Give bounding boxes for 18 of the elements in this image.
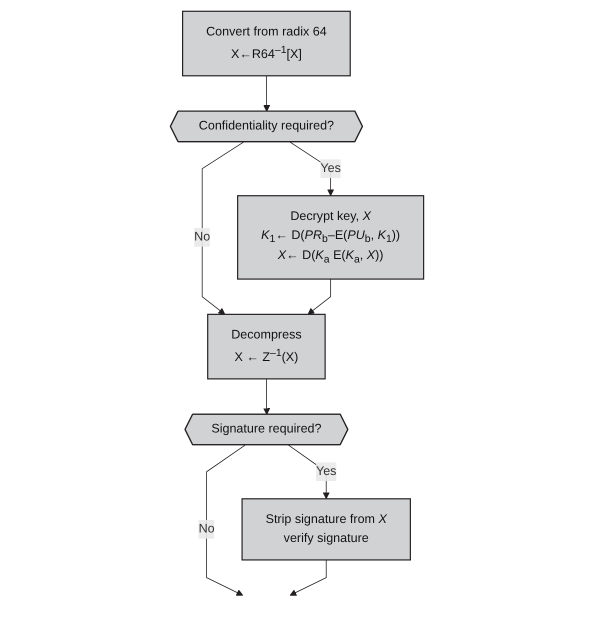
arrow [290, 142, 334, 196]
decision-hexagon: Signature required? [184, 414, 348, 446]
arrow [308, 278, 332, 315]
edge-label: No [194, 228, 210, 247]
process-box: Strip signature from X verify signature [241, 498, 411, 561]
arrow [263, 378, 270, 415]
arrow [263, 75, 270, 112]
edge-label: Yes [316, 462, 336, 482]
edge-label: No [198, 520, 215, 539]
process-box: Decompress X ← Z$^{–1}$(X) [207, 314, 326, 380]
edge-label: Yes [320, 159, 341, 178]
decision-hexagon: Confidentiality required? [170, 110, 364, 142]
process-box: Convert from radix 64 X←R64$^{–1}$[X] [182, 10, 351, 76]
arrow [206, 444, 246, 596]
arrow [290, 560, 327, 596]
arrow [202, 142, 244, 315]
process-box: Decrypt key, X K$_{1}$← D(PR$_{b}$–E(PU$_{b}$, K$_{1}$)) X← D(K$_{a}$ E(K$_{a}$, X)) [237, 195, 424, 280]
arrow [288, 444, 330, 500]
